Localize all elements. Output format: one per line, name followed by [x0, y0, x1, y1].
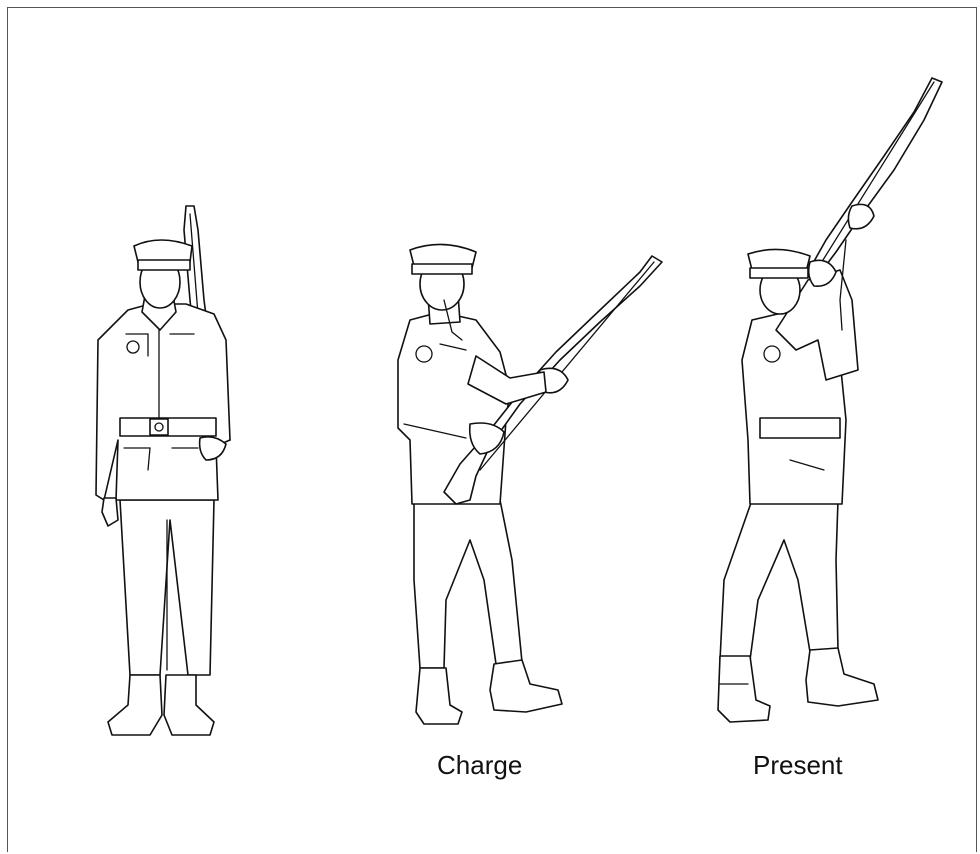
caption-charge: Charge	[437, 750, 523, 780]
soldier-charge	[397, 243, 663, 725]
figure-border	[7, 7, 977, 852]
soldier-order-arms	[95, 205, 231, 736]
caption-present: Present	[753, 750, 843, 780]
soldier-present	[717, 77, 943, 723]
